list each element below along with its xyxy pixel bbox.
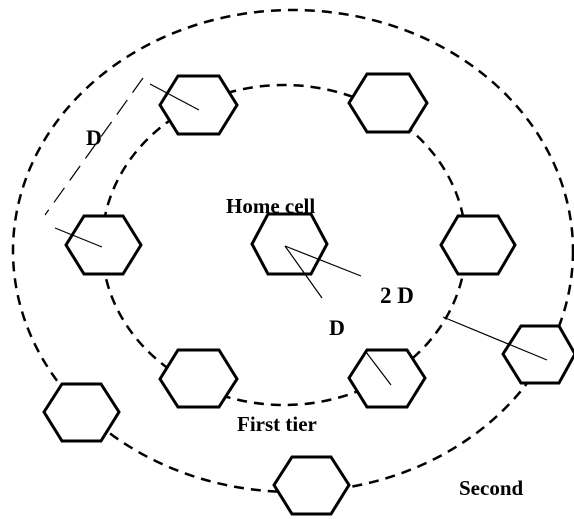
reuse-distance-line-left [54, 227, 103, 248]
reuse-distance-line-top [149, 83, 200, 111]
first-tier-cell-bottom-left [158, 348, 239, 409]
first-tier-label: First tier [237, 412, 317, 436]
first-tier-cell-top-right [347, 72, 429, 134]
reuse-distance-label: D [86, 125, 102, 150]
home-cell-hexagon [250, 212, 329, 276]
reuse-distance-dashed-line [44, 77, 144, 216]
two-d-label: 2 D [380, 283, 414, 308]
second-tier-cell-right [501, 324, 574, 385]
second-tier-cell-bottom [272, 455, 351, 516]
two-d-line-outer [442, 316, 548, 361]
home-cell-label: Home cell [226, 194, 315, 218]
first-tier-cell-top-left [158, 74, 239, 136]
first-tier-radius-line [365, 351, 392, 386]
second-tier-cell-bottom-left [42, 382, 121, 443]
d-line-inner [284, 245, 323, 299]
second-tier-label: Second [459, 476, 524, 500]
inner-d-label: D [329, 315, 345, 340]
first-tier-cell-right [439, 214, 517, 276]
first-tier-cell-left [64, 214, 143, 276]
two-d-line-inner [284, 245, 362, 277]
first-tier-cell-bottom-right [347, 348, 427, 409]
